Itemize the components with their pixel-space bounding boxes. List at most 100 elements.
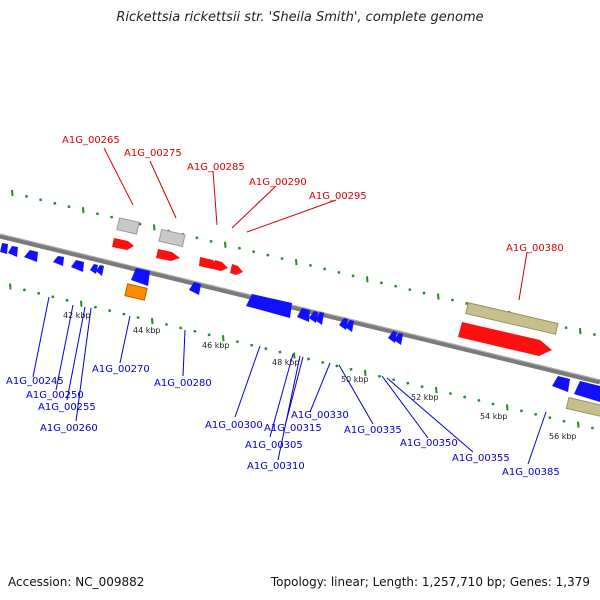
- minor-tick: [235, 340, 239, 344]
- forward-gene-label: A1G_00275: [124, 148, 182, 159]
- scale-label: 56 kbp: [549, 432, 577, 441]
- major-tick: [151, 317, 154, 325]
- minor-tick: [53, 201, 57, 205]
- minor-tick: [519, 409, 523, 413]
- forward-gene-label: A1G_00380: [506, 243, 564, 254]
- gene-arrow[interactable]: [394, 333, 403, 345]
- major-tick: [364, 369, 367, 376]
- scale-label: 48 kbp: [272, 358, 300, 367]
- major-tick: [577, 421, 580, 428]
- gene-block[interactable]: [465, 302, 559, 335]
- minor-tick: [406, 381, 410, 385]
- forward-genes: [112, 217, 559, 356]
- gene-arrow[interactable]: [24, 250, 38, 262]
- minor-tick: [450, 298, 454, 302]
- gene-arrow[interactable]: [246, 294, 292, 318]
- minor-tick: [306, 357, 310, 361]
- scale-label: 46 kbp: [202, 341, 230, 350]
- gene-arrow[interactable]: [552, 376, 570, 392]
- reverse-gene-label: A1G_00255: [38, 402, 96, 413]
- minor-tick: [379, 281, 383, 285]
- gene-arrow[interactable]: [96, 265, 104, 276]
- minor-tick: [250, 343, 254, 347]
- minor-tick: [138, 222, 142, 226]
- gene-block[interactable]: [158, 228, 186, 248]
- gene-arrow[interactable]: [230, 264, 243, 275]
- forward-gene-label: A1G_00290: [249, 177, 307, 188]
- gene-arrow[interactable]: [90, 264, 98, 274]
- gene-arrow[interactable]: [189, 282, 201, 295]
- gene-arrow[interactable]: [574, 381, 600, 402]
- forward-gene-label: A1G_00285: [187, 162, 245, 173]
- minor-tick: [67, 205, 71, 209]
- gene-block[interactable]: [116, 217, 140, 235]
- forward-gene-label: A1G_00295: [309, 191, 367, 202]
- minor-tick: [51, 295, 55, 299]
- gene-arrow[interactable]: [458, 322, 552, 356]
- minor-tick: [394, 284, 398, 288]
- gene-arrow[interactable]: [213, 260, 228, 271]
- gene-arrow[interactable]: [0, 243, 8, 254]
- gene-block[interactable]: [565, 397, 600, 418]
- gene-arrow[interactable]: [112, 238, 134, 250]
- reverse-gene-labels: A1G_00245A1G_00250A1G_00255A1G_00260A1G_…: [6, 364, 560, 478]
- gene-arrow[interactable]: [315, 312, 324, 325]
- scale-label: 42 kbp: [63, 311, 91, 320]
- gene-block[interactable]: [124, 283, 148, 301]
- minor-tick: [179, 326, 183, 330]
- minor-tick: [465, 302, 469, 305]
- reverse-gene-label: A1G_00385: [502, 467, 560, 478]
- minor-tick: [534, 412, 538, 416]
- reverse-gene-label: A1G_00280: [154, 378, 212, 389]
- reverse-gene-label: A1G_00245: [6, 376, 64, 387]
- minor-tick: [337, 270, 341, 274]
- minor-tick: [562, 419, 566, 423]
- scale-label: 54 kbp: [480, 412, 508, 421]
- scale-label: 44 kbp: [133, 326, 161, 335]
- reverse-genes: [0, 243, 600, 418]
- minor-tick: [252, 250, 256, 254]
- gene-arrow[interactable]: [345, 320, 354, 332]
- minor-tick: [477, 399, 481, 402]
- major-tick: [579, 328, 582, 335]
- forward-leader-lines: [103, 147, 528, 301]
- genome-backbone-highlight: [0, 233, 600, 381]
- minor-tick: [266, 253, 270, 257]
- gene-arrow[interactable]: [71, 260, 84, 272]
- minor-tick: [65, 298, 69, 302]
- minor-tick: [351, 274, 355, 278]
- minor-tick: [108, 309, 112, 313]
- accession-text: Accession: NC_009882: [8, 575, 145, 589]
- genome-title: Rickettsia rickettsii str. 'Sheila Smith…: [116, 10, 484, 25]
- gene-arrow[interactable]: [53, 256, 64, 266]
- minor-tick: [377, 374, 381, 378]
- minor-tick: [590, 426, 594, 430]
- major-tick: [11, 189, 14, 197]
- minor-tick: [592, 333, 596, 337]
- forward-gene-labels: A1G_00265A1G_00275A1G_00285A1G_00290A1G_…: [62, 135, 564, 254]
- lower-tick-row: [9, 283, 594, 430]
- minor-tick: [335, 364, 339, 368]
- major-tick: [80, 300, 83, 307]
- gene-arrow[interactable]: [297, 308, 310, 322]
- reverse-gene-label: A1G_00250: [26, 390, 84, 401]
- reverse-gene-label: A1G_00310: [247, 461, 305, 472]
- minor-tick: [95, 212, 99, 216]
- reverse-gene-label: A1G_00335: [344, 425, 402, 436]
- major-tick: [82, 207, 85, 214]
- minor-tick: [392, 378, 396, 382]
- minor-tick: [37, 291, 41, 295]
- minor-tick: [136, 316, 140, 319]
- forward-gene-label: A1G_00265: [62, 135, 120, 146]
- gene-arrow[interactable]: [156, 249, 180, 261]
- major-tick: [9, 283, 12, 290]
- minor-tick: [207, 333, 211, 337]
- reverse-gene-label: A1G_00350: [400, 438, 458, 449]
- major-tick: [435, 387, 438, 394]
- gene-arrow[interactable]: [131, 268, 150, 286]
- gene-arrow[interactable]: [8, 246, 18, 257]
- minor-tick: [93, 305, 97, 309]
- genome-backbone: [0, 233, 600, 385]
- major-tick: [366, 276, 369, 283]
